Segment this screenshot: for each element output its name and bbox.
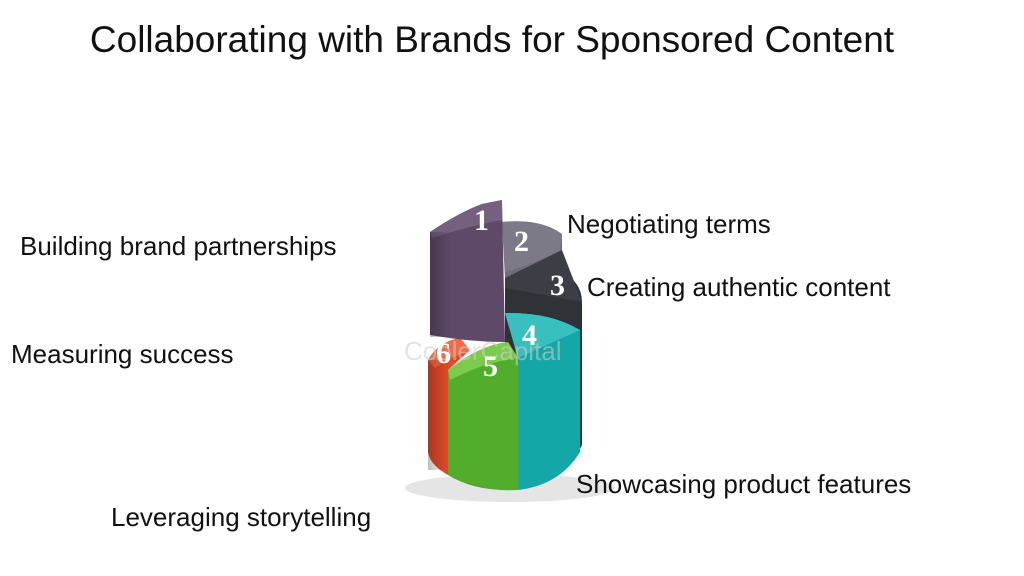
segment-number-6: 6 (436, 337, 451, 370)
label-building-brand-partnerships: Building brand partnerships (20, 231, 337, 261)
segment-4-top (505, 312, 580, 358)
segment-5-top (448, 342, 518, 380)
segmented-cylinder-diagram: CoolerCapital 1 2 3 4 5 6 (404, 200, 615, 502)
segment-3-top (505, 250, 582, 302)
label-negotiating-terms: Negotiating terms (567, 209, 771, 239)
segment-1-top (430, 200, 502, 238)
page-title: Collaborating with Brands for Sponsored … (89, 19, 895, 60)
segment-number-2: 2 (514, 225, 529, 258)
label-measuring-success: Measuring success (11, 339, 234, 369)
label-showcasing-product-features: Showcasing product features (576, 469, 912, 499)
segment-number-5: 5 (483, 350, 498, 383)
segment-2-top (502, 221, 562, 272)
segment-number-4: 4 (522, 319, 537, 352)
segment-1-shade (430, 232, 452, 337)
segment-number-1: 1 (474, 204, 489, 237)
segment-5-body (448, 342, 518, 491)
label-creating-authentic-content: Creating authentic content (587, 272, 891, 302)
watermark-text: CoolerCapital (404, 336, 562, 366)
label-leveraging-storytelling: Leveraging storytelling (111, 502, 372, 532)
segment-4-body (505, 312, 580, 490)
segment-number-3: 3 (550, 269, 565, 302)
segment-6-shade (428, 360, 448, 470)
